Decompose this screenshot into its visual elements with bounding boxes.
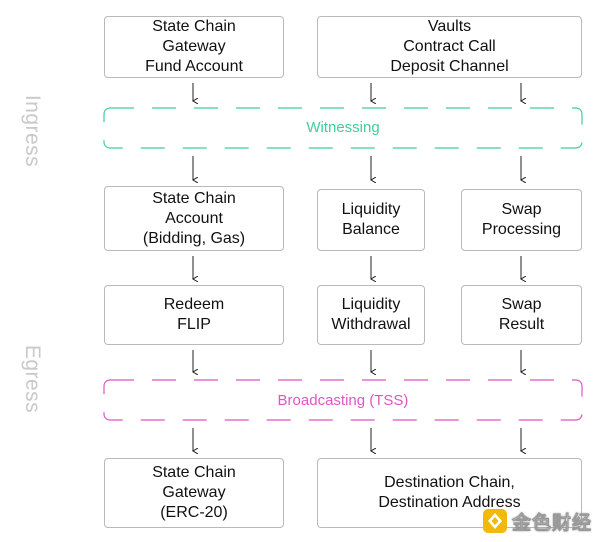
witnessing-band <box>103 107 583 149</box>
gateway-erc20-box: State Chain Gateway (ERC-20) <box>104 458 284 528</box>
destination-box: Destination Chain, Destination Address <box>317 458 582 528</box>
box-line: Gateway <box>162 38 226 55</box>
liquidity-withdrawal-box: Liquidity Withdrawal <box>317 285 425 345</box>
box-line: Balance <box>342 221 400 238</box>
box-line: Fund Account <box>145 58 243 75</box>
jinse-logo-icon <box>483 509 507 533</box>
box-line: FLIP <box>177 316 211 333</box>
box-line: Liquidity <box>341 201 401 218</box>
box-line: Contract Call <box>403 38 496 55</box>
box-line: Destination Chain, <box>384 474 515 491</box>
broadcasting-band <box>103 379 583 421</box>
box-line: Result <box>498 316 545 333</box>
box-line: Destination Address <box>378 494 521 511</box>
swap-result-box: Swap Result <box>461 285 582 345</box>
box-line: (Bidding, Gas) <box>142 229 246 247</box>
box-line: Vaults <box>427 18 472 35</box>
box-line: Redeem <box>163 296 225 313</box>
box-line: State Chain <box>152 18 236 35</box>
box-line: Deposit Channel <box>390 58 509 75</box>
box-line: Withdrawal <box>331 316 411 333</box>
broadcasting-label: Broadcasting (TSS) <box>277 392 409 409</box>
witnessing-label: Witnessing <box>306 119 380 136</box>
watermark-text: 金色财经 <box>512 512 593 534</box>
liquidity-balance-box: Liquidity Balance <box>317 189 425 251</box>
watermark: 金色财经 <box>482 506 594 536</box>
swap-processing-box: Swap Processing <box>461 189 582 251</box>
box-line: Swap <box>501 296 542 313</box>
redeem-flip-box: Redeem FLIP <box>104 285 284 345</box>
state-chain-account-box: State Chain Account (Bidding, Gas) <box>104 186 284 251</box>
box-line: State Chain <box>152 189 236 207</box>
box-line: Liquidity <box>341 296 401 313</box>
box-line: Gateway <box>162 484 226 501</box>
box-line: (ERC-20) <box>160 504 228 521</box>
box-line: State Chain <box>152 464 236 481</box>
box-line: Swap <box>501 201 542 218</box>
box-line: Processing <box>481 221 562 238</box>
vaults-box: Vaults Contract Call Deposit Channel <box>317 16 582 78</box>
box-line: Account <box>165 209 223 227</box>
gateway-fund-account-box: State Chain Gateway Fund Account <box>104 16 284 78</box>
